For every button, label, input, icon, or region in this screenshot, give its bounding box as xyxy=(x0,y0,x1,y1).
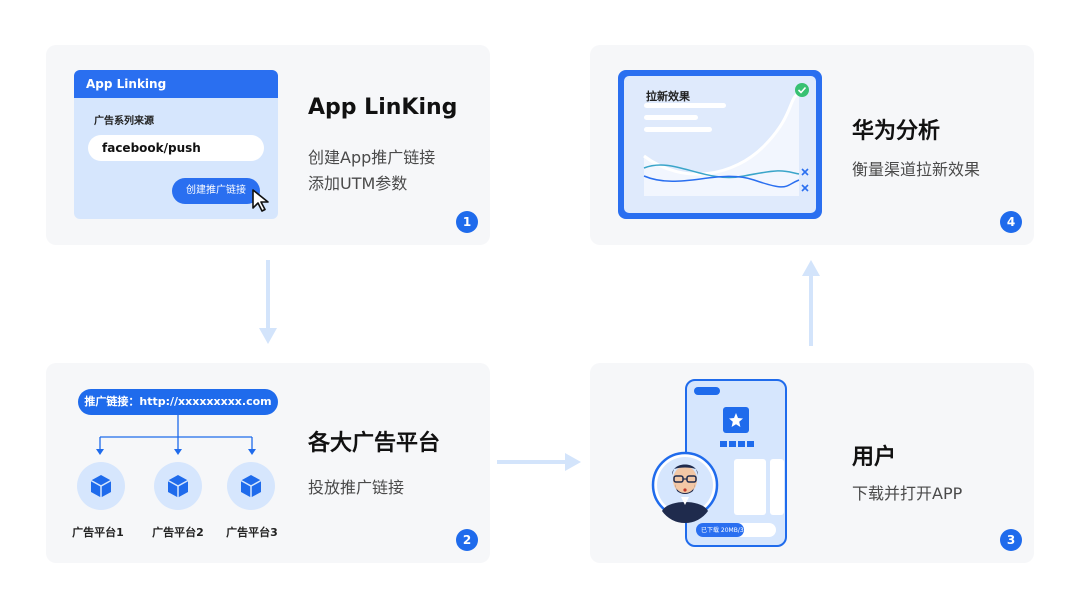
loading-dots xyxy=(720,441,754,447)
step-badge: 1 xyxy=(456,211,478,233)
analytics-mockup: 拉新效果 xyxy=(618,70,822,219)
campaign-source-input[interactable]: facebook/push xyxy=(88,135,264,161)
flow-arrow-right xyxy=(497,453,581,471)
flow-arrow-down xyxy=(259,260,277,344)
progress-fill xyxy=(696,523,744,537)
card-user: 已下载 20MB/30MB 用户 下载并打开APP 3 xyxy=(590,363,1034,563)
card-desc: 衡量渠道拉新效果 xyxy=(852,160,981,179)
card-ad-platforms: 推广链接：http://xxxxxxxxx.com 广告平台 xyxy=(46,363,490,563)
growth-area xyxy=(644,94,799,196)
analytics-screen: 拉新效果 xyxy=(624,76,816,213)
user-avatar xyxy=(651,451,719,524)
star-icon xyxy=(729,413,743,427)
mockup-header: App Linking xyxy=(74,70,278,98)
content-block xyxy=(734,459,766,515)
text-line-placeholder xyxy=(644,127,712,132)
card-desc: 投放推广链接 xyxy=(308,478,405,497)
card-app-linking: App Linking 广告系列来源 facebook/push 创建推广链接 … xyxy=(46,45,490,245)
phone-illustration xyxy=(651,379,787,547)
step-badge: 3 xyxy=(1000,529,1022,551)
card-desc-line2: 添加UTM参数 xyxy=(308,174,408,193)
step-badge: 4 xyxy=(1000,211,1022,233)
campaign-source-label: 广告系列来源 xyxy=(94,116,154,127)
card-title: 用户 xyxy=(852,445,897,470)
growth-line xyxy=(643,92,800,176)
card-title: 华为分析 xyxy=(852,119,941,144)
card-desc-line1: 创建App推广链接 xyxy=(308,148,436,167)
card-desc: 下载并打开APP xyxy=(852,484,963,503)
content-block xyxy=(770,459,784,515)
step-badge: 2 xyxy=(456,529,478,551)
card-title: App LinKing xyxy=(308,95,458,120)
analytics-chart xyxy=(643,83,809,196)
platform-label: 广告平台2 xyxy=(152,526,204,539)
close-icon xyxy=(801,184,809,192)
promo-link-pill[interactable]: 推广链接：http://xxxxxxxxx.com xyxy=(78,389,278,415)
app-linking-mockup: App Linking 广告系列来源 facebook/push 创建推广链接 xyxy=(74,70,278,219)
card-title: 各大广告平台 xyxy=(308,431,441,456)
platform-icon-2 xyxy=(154,462,202,510)
distribution-tree xyxy=(77,415,275,510)
check-mark xyxy=(797,86,807,94)
platform-icon-3 xyxy=(227,462,275,510)
create-link-button[interactable]: 创建推广链接 xyxy=(172,178,260,204)
text-line-placeholder xyxy=(644,115,698,120)
text-line-placeholder xyxy=(644,103,726,108)
download-progress-text: 已下载 20MB/30MB xyxy=(701,527,757,534)
channel-line-2 xyxy=(643,175,800,188)
flow-arrow-up xyxy=(802,260,820,346)
close-icon xyxy=(801,168,809,176)
card-huawei-analytics: 拉新效果 华为分析 衡量渠道拉新效果 4 xyxy=(590,45,1034,245)
check-icon xyxy=(795,83,809,97)
phone-status-pill xyxy=(694,387,720,395)
platform-icon-1 xyxy=(77,462,125,510)
analytics-mockup-title: 拉新效果 xyxy=(646,90,690,103)
platform-label: 广告平台1 xyxy=(72,526,124,539)
cursor-icon xyxy=(252,189,269,212)
platform-label: 广告平台3 xyxy=(226,526,278,539)
